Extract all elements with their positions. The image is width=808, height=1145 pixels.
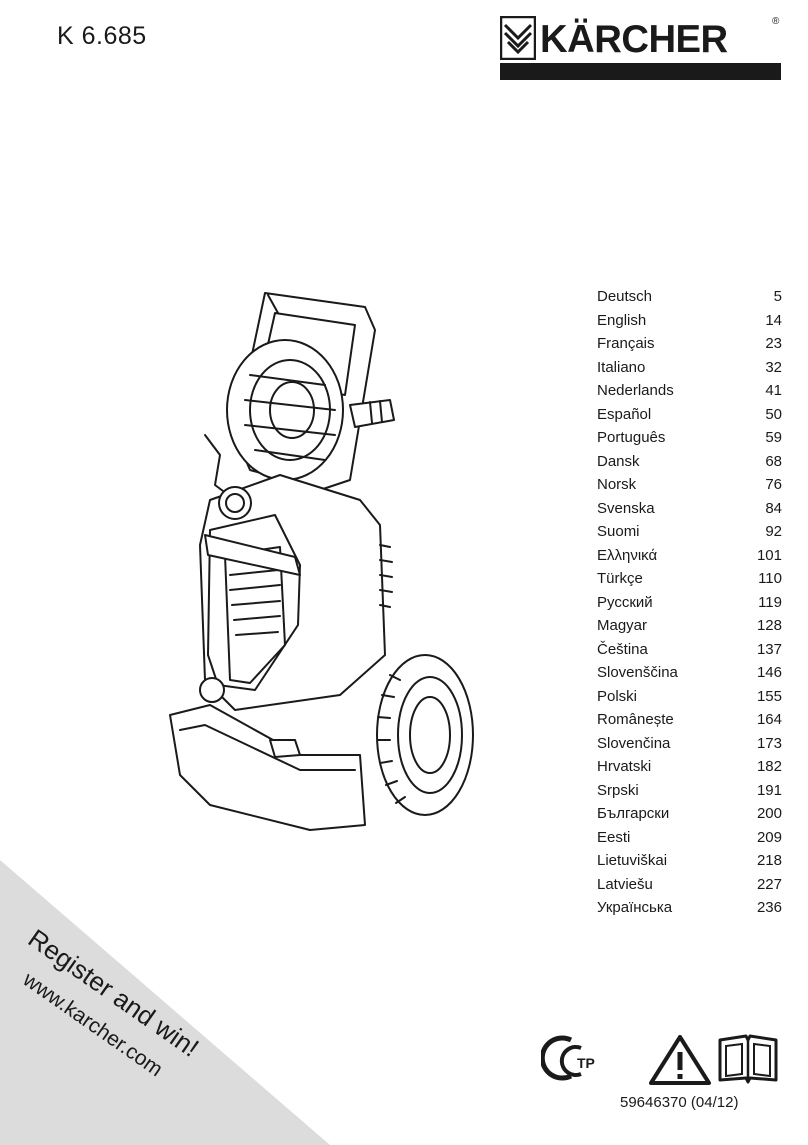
toc-language: Srpski: [597, 781, 639, 799]
toc-page-number: 41: [765, 382, 782, 399]
toc-row: Dansk 68: [597, 452, 782, 476]
toc-language: Slovenčina: [597, 734, 671, 752]
toc-language: Русский: [597, 593, 653, 611]
toc-page-number: 146: [756, 664, 782, 681]
toc-row: Românește 164: [597, 710, 782, 734]
toc-page-number: 5: [773, 288, 782, 305]
toc-page-number: 137: [756, 640, 782, 658]
toc-page-number: 76: [765, 476, 782, 493]
toc-page-number: 182: [756, 758, 782, 775]
toc-row: Deutsch 5: [597, 287, 782, 311]
toc-row: Srpski 191: [597, 781, 782, 805]
toc-row: Italiano 32: [597, 358, 782, 382]
toc-page-number: 227: [756, 875, 782, 893]
toc-language: Português: [597, 429, 666, 446]
toc-page-number: 92: [765, 523, 782, 540]
toc-language: Românește: [597, 711, 674, 728]
toc-row: Türkçe 110: [597, 569, 782, 593]
eac-mark-text: ТР: [577, 1055, 595, 1071]
toc-row: Lietuviškai 218: [597, 851, 782, 875]
toc-row: Norsk 76: [597, 475, 782, 499]
toc-language: Latviešu: [597, 875, 653, 893]
toc-language: Magyar: [597, 617, 648, 634]
toc-page-number: 164: [756, 711, 782, 728]
toc-language: Български: [597, 805, 670, 822]
toc-language: Čeština: [597, 640, 648, 658]
toc-language: Slovenščina: [597, 664, 678, 681]
toc-row: Português 59: [597, 428, 782, 452]
toc-row: Nederlands 41: [597, 381, 782, 405]
toc-language: Dansk: [597, 452, 640, 470]
eac-certification-icon: ТР: [541, 1035, 595, 1081]
toc-row: Magyar 128: [597, 616, 782, 640]
toc-page-number: 209: [756, 828, 782, 846]
toc-row: English 14: [597, 311, 782, 335]
toc-row: Slovenčina 173: [597, 734, 782, 758]
toc-page-number: 155: [756, 687, 782, 705]
toc-row: Svenska 84: [597, 499, 782, 523]
toc-row: Čeština 137: [597, 640, 782, 664]
toc-page-number: 218: [756, 852, 782, 869]
brand-name: KÄRCHER: [540, 18, 728, 61]
toc-language: Türkçe: [597, 570, 643, 587]
toc-page-number: 68: [765, 452, 782, 470]
toc-page-number: 110: [758, 570, 782, 587]
part-number: 59646370 (04/12): [620, 1094, 739, 1111]
toc-page-number: 84: [765, 499, 782, 517]
toc-row: Български 200: [597, 804, 782, 828]
toc-page-number: 191: [756, 781, 782, 799]
toc-row: Hrvatski 182: [597, 757, 782, 781]
toc-row: Slovenščina 146: [597, 663, 782, 687]
toc-row: Polski 155: [597, 687, 782, 711]
toc-page-number: 59: [765, 429, 782, 446]
toc-page-number: 23: [765, 335, 782, 352]
toc-language: Polski: [597, 687, 638, 705]
toc-row: Eesti 209: [597, 828, 782, 852]
toc-page-number: 14: [765, 311, 782, 329]
toc-language: Deutsch: [597, 288, 653, 305]
toc-row: Suomi 92: [597, 522, 782, 546]
toc-page-number: 101: [756, 546, 782, 564]
toc-language: Norsk: [597, 476, 637, 493]
brand-bar: [500, 63, 781, 80]
toc-row: Русский 119: [597, 593, 782, 617]
toc-page-number: 119: [758, 593, 782, 611]
promo-corner: [0, 860, 330, 1145]
toc-row: Français 23: [597, 334, 782, 358]
toc-language: Français: [597, 335, 655, 352]
toc-language: English: [597, 311, 647, 329]
toc-page-number: 50: [765, 405, 782, 423]
promo-background: [0, 860, 330, 1145]
toc-language: Eesti: [597, 828, 631, 846]
toc-language: Nederlands: [597, 382, 674, 399]
brand-logo: KÄRCHER ®: [500, 16, 782, 82]
model-number: K 6.685: [57, 22, 147, 50]
toc-row: Українська 236: [597, 898, 782, 922]
toc-language: Ελληνικά: [597, 546, 658, 564]
registered-mark: ®: [772, 16, 780, 27]
toc-page-number: 128: [756, 617, 782, 634]
toc-page-number: 200: [756, 805, 782, 822]
open-manual-icon: [718, 1034, 778, 1084]
toc-row: Latviešu 227: [597, 875, 782, 899]
toc-language: Español: [597, 405, 652, 423]
pressure-washer-illustration: [169, 292, 474, 831]
toc-row: Español 50: [597, 405, 782, 429]
toc-language: Українська: [597, 899, 673, 916]
karcher-logo-icon: [500, 16, 536, 60]
toc-language: Svenska: [597, 499, 655, 517]
toc-language: Italiano: [597, 358, 646, 376]
toc-row: Ελληνικά 101: [597, 546, 782, 570]
warning-triangle-icon: [649, 1035, 711, 1085]
toc-language: Hrvatski: [597, 758, 652, 775]
toc-page-number: 173: [756, 734, 782, 752]
toc-page-number: 236: [756, 899, 782, 916]
toc-language: Suomi: [597, 523, 640, 540]
toc-page-number: 32: [765, 358, 782, 376]
toc-language: Lietuviškai: [597, 852, 668, 869]
